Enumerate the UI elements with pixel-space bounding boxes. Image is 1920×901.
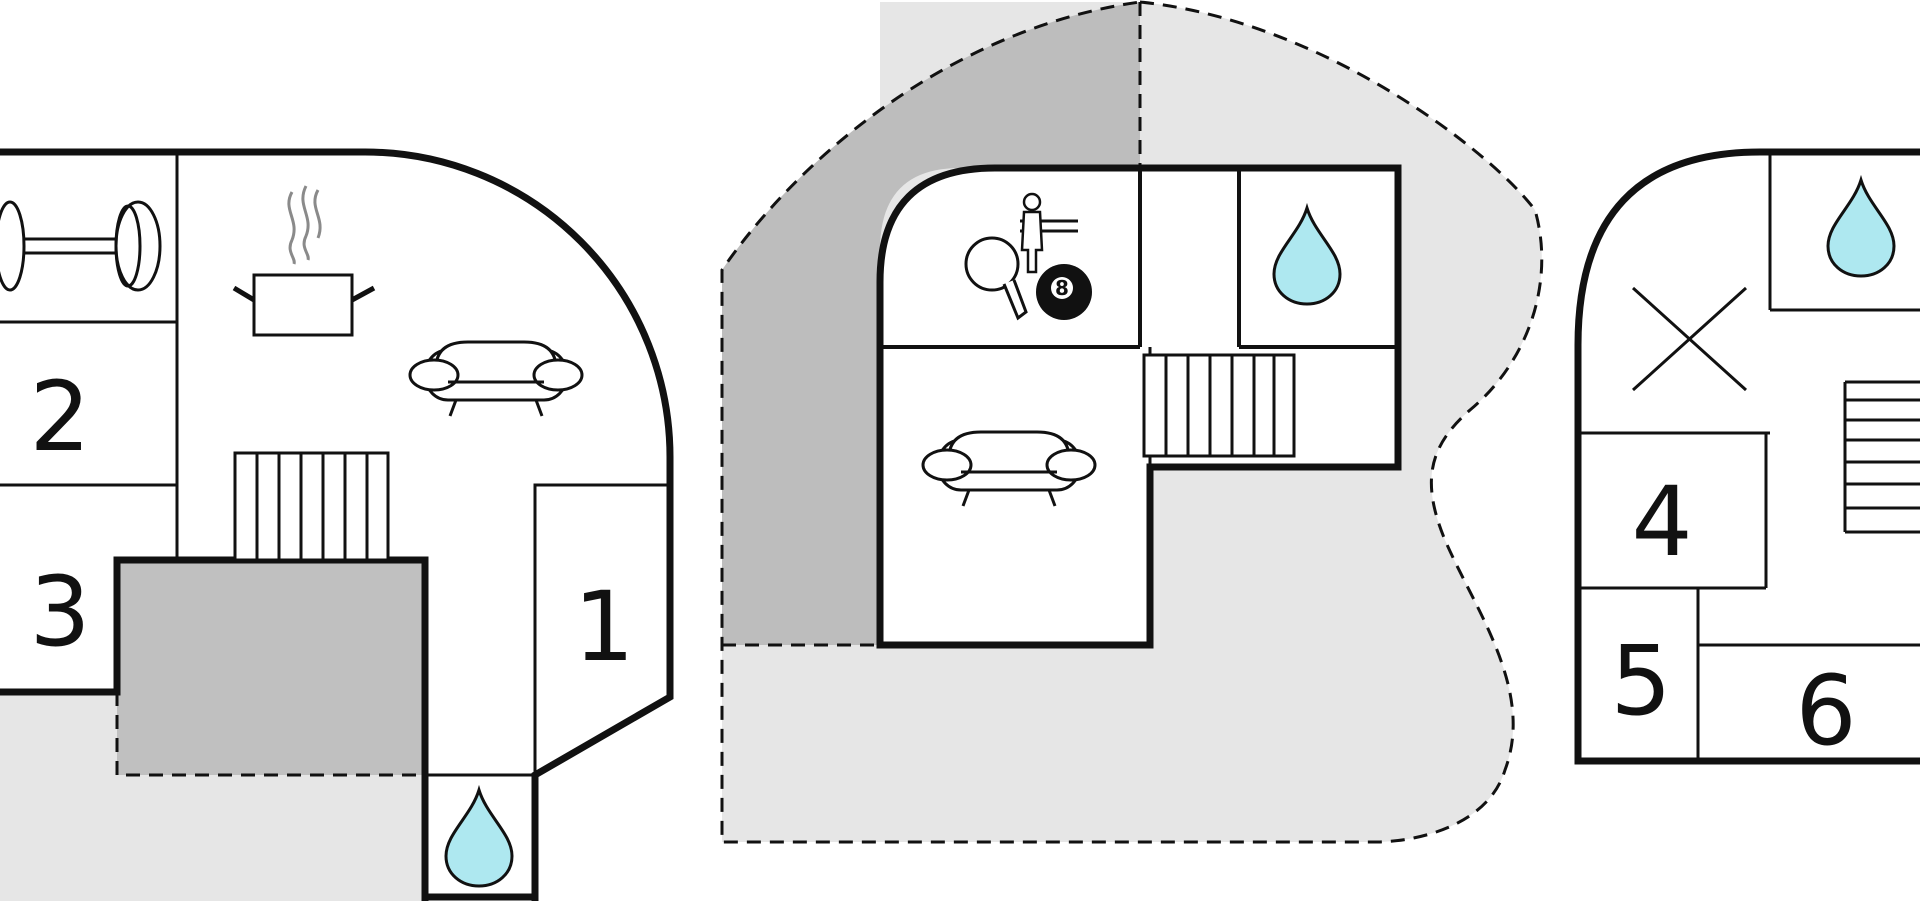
right-outer-wall (1574, 148, 1920, 765)
middle-building: 8 (720, 0, 1544, 844)
table-tennis-icon (964, 236, 1028, 321)
water-drop-icon (444, 788, 514, 888)
middle-outer-wall (876, 164, 1402, 649)
room-number-1: 1 (573, 571, 634, 683)
right-building: 4 5 6 (1574, 148, 1920, 767)
room-number-5: 5 (1610, 625, 1671, 737)
foosball-icon (1020, 192, 1078, 274)
left-outer-wall (0, 148, 674, 901)
sofa-icon (408, 340, 584, 418)
stairs-icon (233, 451, 390, 562)
room-number-4: 4 (1631, 466, 1692, 578)
room-number-2: 2 (29, 361, 90, 473)
billiard-ball-icon: 8 (1036, 264, 1092, 320)
cooking-pot-icon (232, 185, 376, 337)
room-number-3: 3 (29, 556, 90, 668)
covered-terrace (117, 560, 425, 775)
outdoor-area-left (0, 692, 425, 901)
left-building: 2 3 1 (0, 148, 674, 901)
room-number-6: 6 (1795, 655, 1856, 767)
dumbbell-icon (0, 200, 162, 292)
water-drop-icon (1826, 178, 1896, 278)
stairs-icon (1142, 353, 1296, 458)
cross-icon (1631, 286, 1748, 392)
billiard-ball-number: 8 (1055, 276, 1069, 300)
stairs-icon (1843, 380, 1920, 534)
covered-area-middle (722, 2, 1140, 645)
